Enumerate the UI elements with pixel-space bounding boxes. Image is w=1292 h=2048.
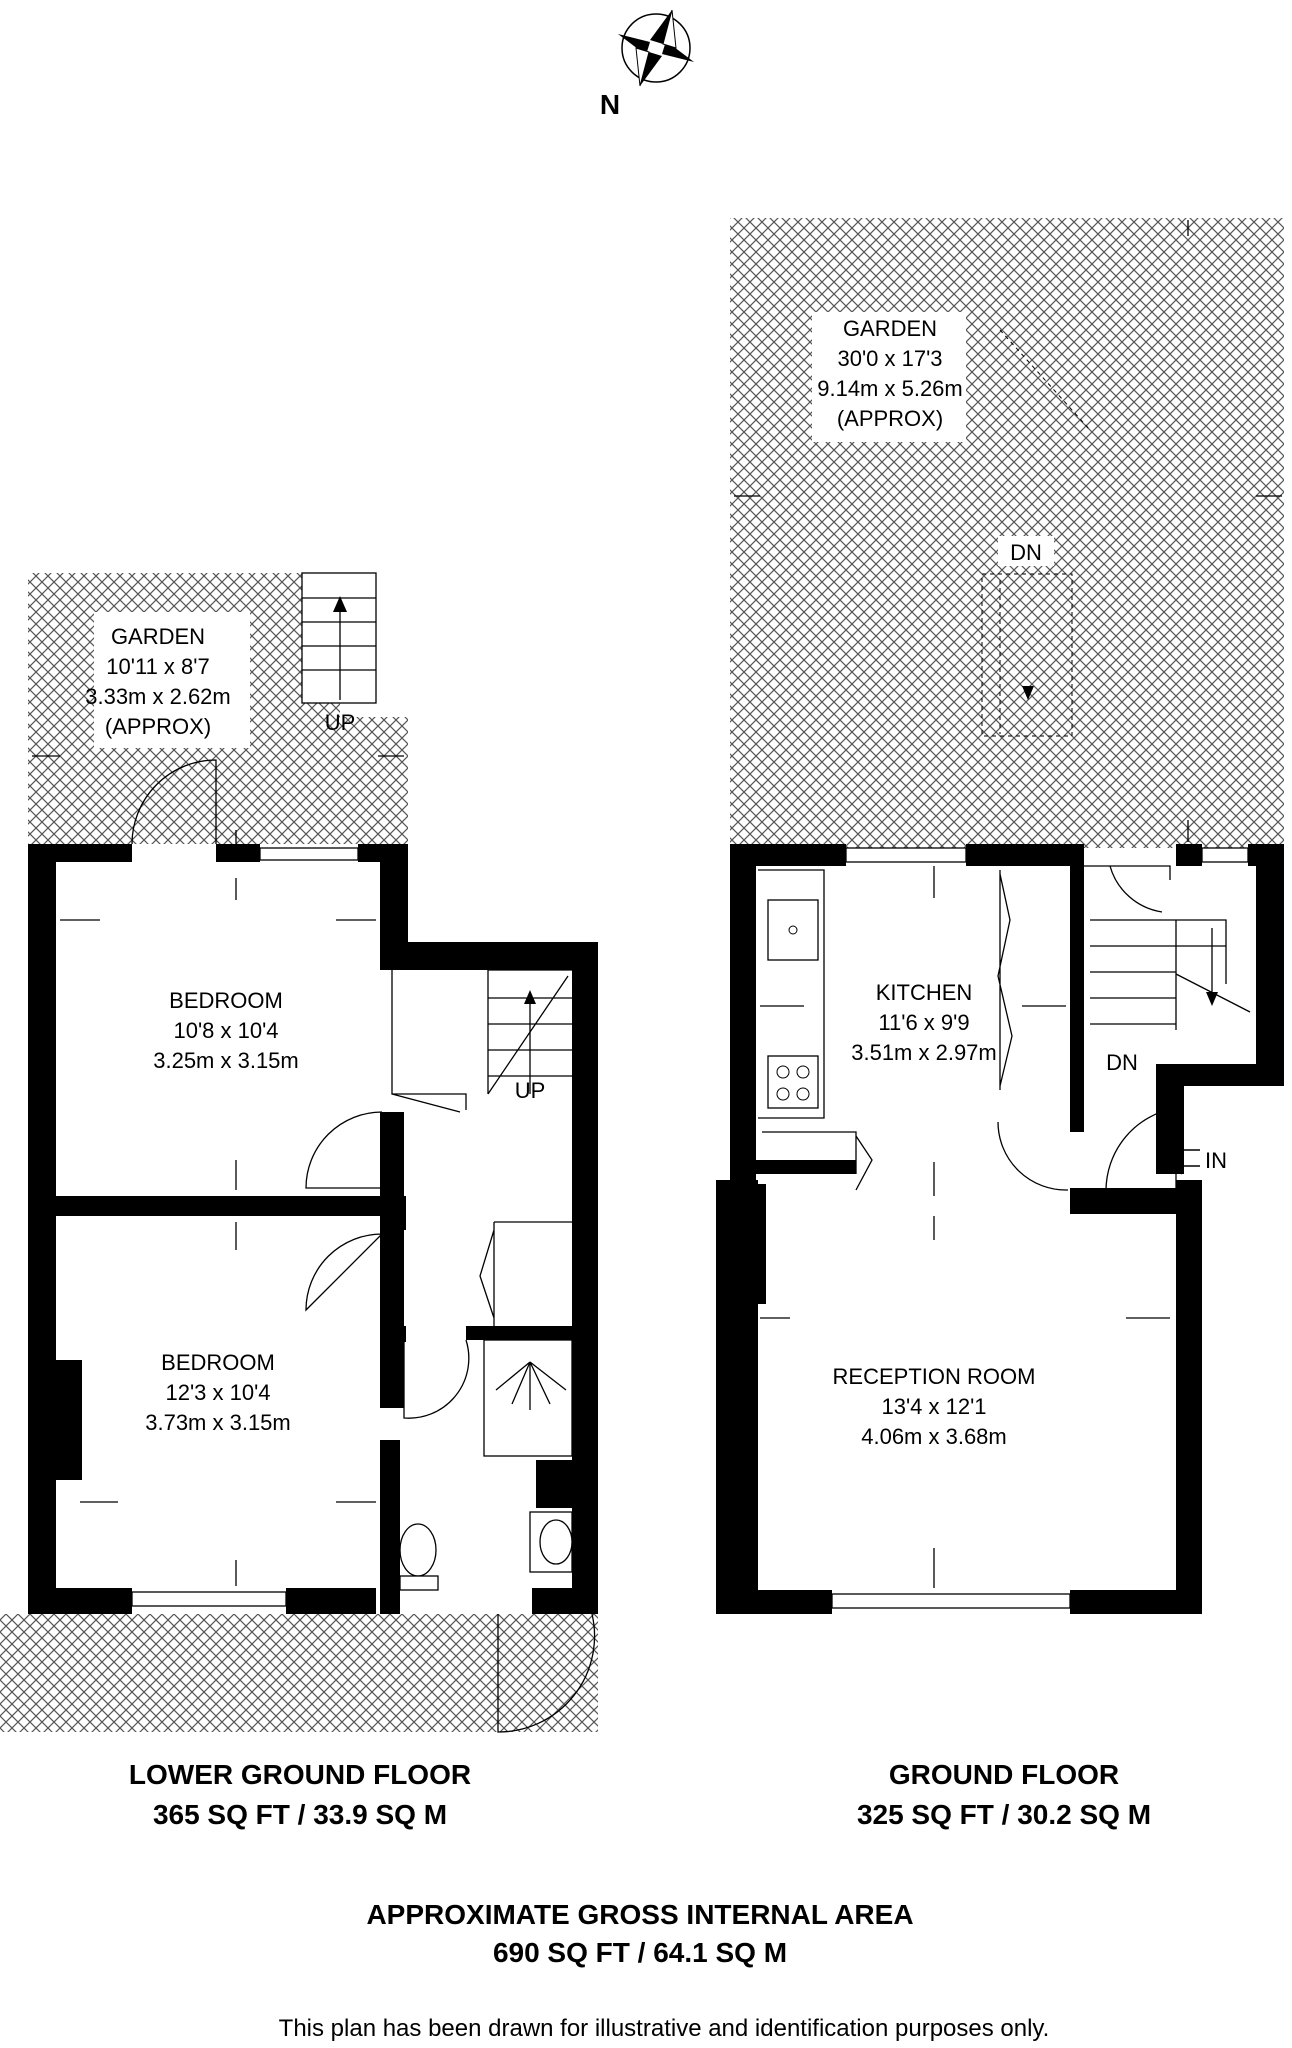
entrance-arrow-icon (1164, 1141, 1200, 1175)
svg-text:GARDEN: GARDEN (843, 316, 937, 341)
compass-rose-icon (618, 9, 694, 87)
svg-text:(APPROX): (APPROX) (105, 714, 211, 739)
svg-text:13'4 x 12'1: 13'4 x 12'1 (881, 1394, 986, 1419)
hob-icon (767, 1055, 819, 1109)
lower-garden-label: GARDEN 10'11 x 8'7 3.33m x 2.62m (APPROX… (85, 624, 231, 739)
svg-text:BEDROOM: BEDROOM (169, 988, 283, 1013)
bedroom-2-label: BEDROOM 12'3 x 10'4 3.73m x 3.15m (145, 1350, 291, 1435)
total-area-value: 690 SQ FT / 64.1 SQ M (493, 1937, 787, 1968)
total-area-title: APPROXIMATE GROSS INTERNAL AREA (366, 1899, 913, 1930)
upper-garden-label: GARDEN 30'0 x 17'3 9.14m x 5.26m (APPROX… (817, 316, 963, 431)
entrance-label: IN (1205, 1148, 1227, 1173)
svg-text:3.73m x 3.15m: 3.73m x 3.15m (145, 1410, 291, 1435)
shower-tray (483, 1339, 573, 1457)
kitchen-label: KITCHEN 11'6 x 9'9 3.51m x 2.97m (851, 980, 997, 1065)
svg-text:3.51m x 2.97m: 3.51m x 2.97m (851, 1040, 997, 1065)
lower-garden-steps-label: UP (325, 710, 356, 735)
basin-icon (529, 1511, 573, 1573)
compass-north-label: N (600, 89, 620, 120)
bedroom-1-label: BEDROOM 10'8 x 10'4 3.25m x 3.15m (153, 988, 299, 1073)
svg-text:GARDEN: GARDEN (111, 624, 205, 649)
garden-steps-label: DN (1010, 540, 1042, 565)
reception-room-label: RECEPTION ROOM 13'4 x 12'1 4.06m x 3.68m (833, 1364, 1036, 1449)
lower-ground-floor-plan (0, 572, 598, 1733)
svg-text:RECEPTION ROOM: RECEPTION ROOM (833, 1364, 1036, 1389)
svg-text:3.25m x 3.15m: 3.25m x 3.15m (153, 1048, 299, 1073)
disclaimer-text: This plan has been drawn for illustrativ… (279, 2015, 1050, 2042)
ground-floor-title: GROUND FLOOR (889, 1759, 1119, 1790)
svg-text:KITCHEN: KITCHEN (876, 980, 973, 1005)
lower-ground-floor-area: 365 SQ FT / 33.9 SQ M (153, 1799, 447, 1830)
svg-text:11'6 x 9'9: 11'6 x 9'9 (878, 1010, 969, 1035)
svg-text:BEDROOM: BEDROOM (161, 1350, 275, 1375)
sink-icon (767, 899, 819, 961)
svg-text:4.06m x 3.68m: 4.06m x 3.68m (861, 1424, 1007, 1449)
lower-stairs-label: UP (515, 1078, 546, 1103)
svg-text:10'8 x 10'4: 10'8 x 10'4 (173, 1018, 278, 1043)
toilet-icon (399, 1523, 439, 1591)
svg-text:30'0 x 17'3: 30'0 x 17'3 (837, 346, 942, 371)
lower-front-area (0, 1614, 598, 1732)
svg-text:(APPROX): (APPROX) (837, 406, 943, 431)
svg-text:12'3 x 10'4: 12'3 x 10'4 (165, 1380, 270, 1405)
ground-floor-area: 325 SQ FT / 30.2 SQ M (857, 1799, 1151, 1830)
ground-stairs-label: DN (1106, 1050, 1138, 1075)
svg-text:10'11 x 8'7: 10'11 x 8'7 (106, 654, 209, 679)
ground-floor-plan (716, 218, 1284, 1614)
svg-text:9.14m x 5.26m: 9.14m x 5.26m (817, 376, 963, 401)
lower-ground-floor-title: LOWER GROUND FLOOR (129, 1759, 471, 1790)
lower-garden-steps (301, 572, 377, 704)
svg-text:3.33m x 2.62m: 3.33m x 2.62m (85, 684, 231, 709)
